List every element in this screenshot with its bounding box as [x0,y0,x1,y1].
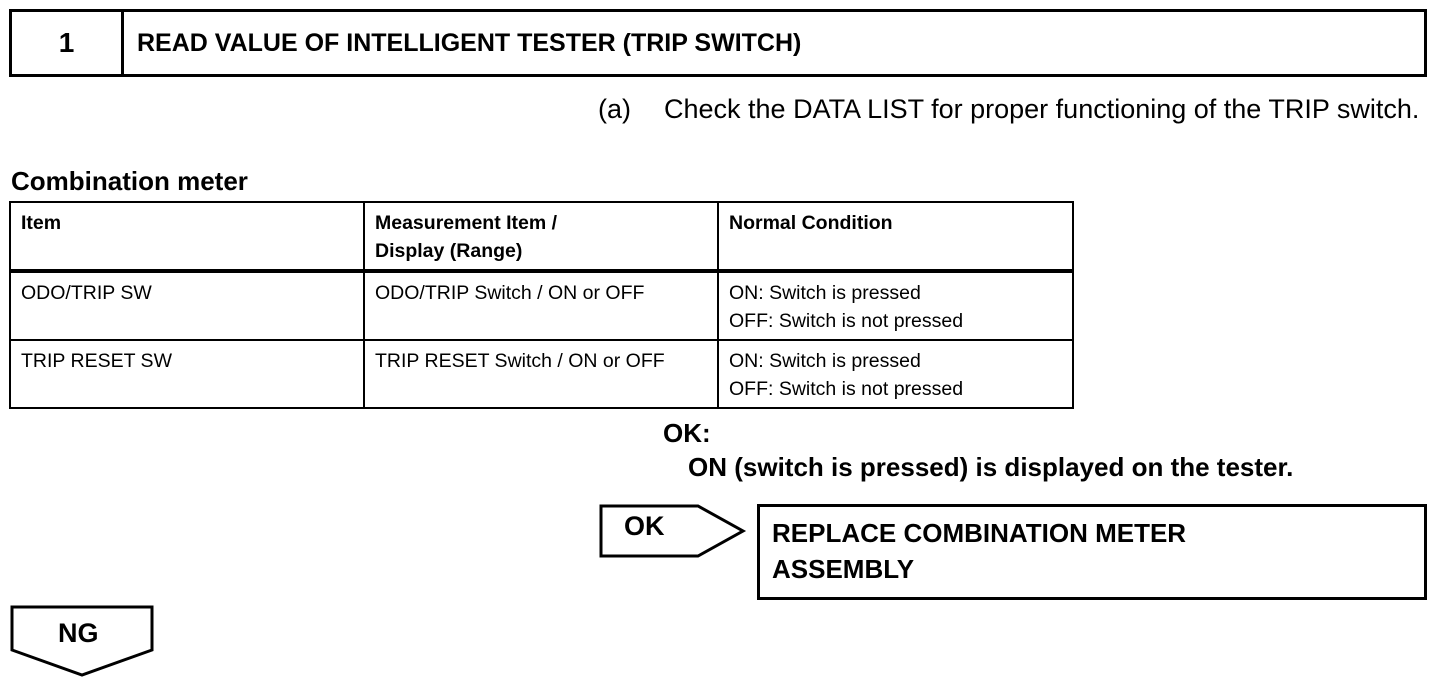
normal-on-text: ON: Switch is pressed [729,282,921,304]
instruction-text: Check the DATA LIST for proper functioni… [664,94,1420,124]
table-row: ODO/TRIP SW ODO/TRIP Switch / ON or OFF … [9,270,1074,341]
data-list-table: Item Measurement Item / Display (Range) … [9,201,1074,409]
step-header: 1 READ VALUE OF INTELLIGENT TESTER (TRIP… [9,9,1427,77]
header-item: Item [9,201,365,272]
header-item-label: Item [21,212,62,234]
cell-measurement: ODO/TRIP Switch / ON or OFF [363,270,719,341]
step-number: 1 [12,12,124,74]
ok-condition-label: OK: [663,418,711,448]
ok-arrow-icon [599,504,747,558]
normal-off-text: OFF: Switch is not pressed [729,310,964,332]
cell-measurement: TRIP RESET Switch / ON or OFF [363,339,719,409]
ok-result-line1: REPLACE COMBINATION METER [772,518,1187,548]
ok-result-box: REPLACE COMBINATION METER ASSEMBLY [757,504,1427,600]
cell-normal-condition: ON: Switch is pressed OFF: Switch is not… [717,339,1074,409]
header-measurement-line2: Display (Range) [375,240,523,262]
header-measurement-line1: Measurement Item / [375,212,558,234]
header-measurement: Measurement Item / Display (Range) [363,201,719,272]
instruction: (a) Check the DATA LIST for proper funct… [598,92,1428,127]
normal-off-text: OFF: Switch is not pressed [729,378,964,400]
table-title: Combination meter [11,166,248,196]
instruction-marker: (a) [598,94,631,124]
normal-on-text: ON: Switch is pressed [729,350,921,372]
header-normal-label: Normal Condition [729,212,893,234]
cell-item: ODO/TRIP SW [9,270,365,341]
table-row: TRIP RESET SW TRIP RESET Switch / ON or … [9,339,1074,409]
ng-arrow-icon [10,605,154,677]
cell-normal-condition: ON: Switch is pressed OFF: Switch is not… [717,270,1074,341]
step-title: READ VALUE OF INTELLIGENT TESTER (TRIP S… [137,28,802,57]
ok-arrow-label: OK [624,511,665,541]
table-header-row: Item Measurement Item / Display (Range) … [9,201,1074,272]
ok-condition-description: ON (switch is pressed) is displayed on t… [688,452,1294,482]
cell-item: TRIP RESET SW [9,339,365,409]
ng-arrow-label: NG [58,618,99,648]
ok-result-line2: ASSEMBLY [772,554,915,584]
header-normal-condition: Normal Condition [717,201,1074,272]
